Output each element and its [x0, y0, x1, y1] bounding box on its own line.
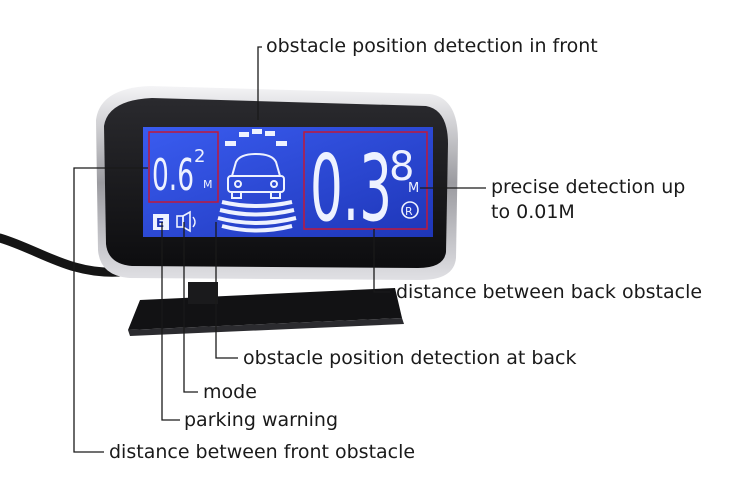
label-precise-line2: to 0.01M: [491, 201, 575, 223]
label-mode: mode: [203, 381, 257, 403]
mode-letter: E: [156, 216, 164, 230]
power-cable: [0, 233, 125, 277]
label-front-position: obstacle position detection in front: [266, 35, 598, 57]
mode-indicator: [153, 214, 169, 230]
back-distance-reading: 0.3: [310, 135, 392, 242]
registered-mark: R: [405, 205, 413, 218]
label-back-distance: distance between back obstacle: [396, 281, 703, 303]
label-back-position: obstacle position detection at back: [243, 347, 577, 369]
front-distance-frame: [148, 131, 219, 203]
speaker-icon: [176, 210, 196, 233]
leader-mode: [183, 222, 198, 393]
registered-mark-circle: [401, 201, 419, 219]
back-distance-sub: 8: [389, 144, 414, 190]
label-precise-line1: precise detection up: [491, 176, 686, 198]
car-icon: [227, 152, 285, 199]
leader-warning: [161, 222, 180, 421]
label-parking-warning: parking warning: [184, 409, 339, 431]
stand-base: [128, 282, 404, 336]
leader-front-distance: [73, 167, 148, 453]
leader-lines: [73, 46, 486, 453]
front-distance-reading: 0.6: [152, 150, 194, 201]
rear-sensor-arcs: [217, 200, 297, 233]
front-distance-unit: M: [203, 178, 213, 191]
leader-back-distance: [373, 229, 390, 293]
front-distance-sub: 2: [194, 146, 205, 167]
back-distance-frame: [303, 131, 428, 230]
leader-back-position: [215, 222, 238, 359]
label-front-distance: distance between front obstacle: [109, 441, 416, 463]
back-distance-unit: M: [408, 181, 419, 196]
leader-front-position: [257, 46, 262, 120]
front-sensor-bars: [225, 129, 287, 146]
